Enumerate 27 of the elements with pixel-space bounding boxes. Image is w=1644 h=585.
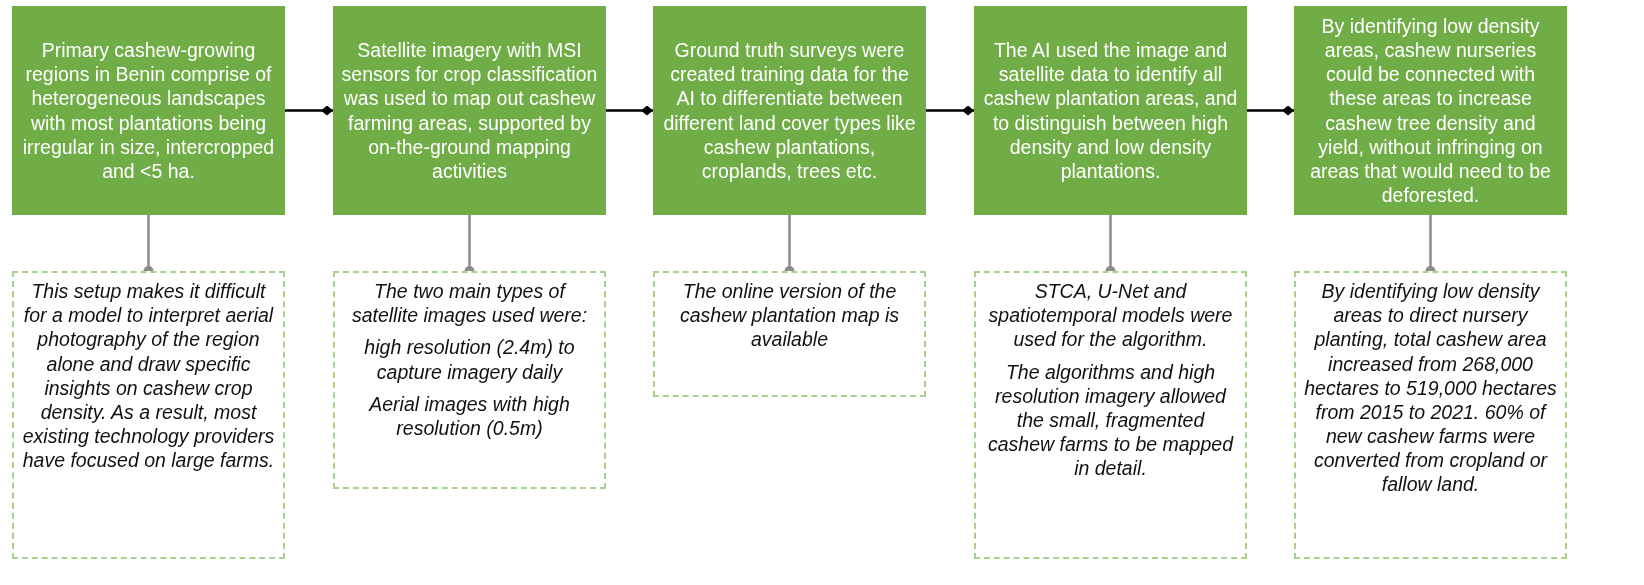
note-box bbox=[653, 271, 926, 397]
note-box bbox=[1294, 271, 1567, 559]
connector bbox=[606, 105, 653, 116]
note-box bbox=[333, 271, 606, 489]
note-text: high resolution (2.4m) to capture imagery daily bbox=[363, 335, 576, 384]
note-box bbox=[12, 271, 285, 559]
step-text: Primary cashew-growing regions in Benin comprise of heterogeneous landscapes with most plantations being irregular in size, intercropped and <5 ha. bbox=[21, 38, 276, 183]
step-text: Satellite imagery with MSI sensors for crop classification was used to map out cashew farming areas, supported by on-the-ground mapping activities bbox=[340, 38, 599, 183]
note-text: Aerial images with high resolution (0.5m) bbox=[367, 391, 571, 441]
note-text: The online version of the cashew plantation map is available bbox=[679, 279, 900, 352]
process-box bbox=[333, 6, 606, 215]
process-box bbox=[653, 6, 926, 215]
process-box bbox=[1294, 6, 1567, 215]
connector bbox=[926, 105, 974, 116]
note-text: This setup makes it difficult for a model to interpret aerial photography of the region alone and draw specific insights on cashew crop density. As a result, most existing technology providers have focused on large farms. bbox=[21, 279, 276, 473]
note-text: By identifying low density areas to direct nursery planting, total cashew area increased from 268,000 hectares to 519,000 hectares from 2015 to 2021. 60% of new cashew farms were converted from cropland or fallow land. bbox=[1303, 279, 1558, 497]
step-text: By identifying low density areas, cashew nurseries could be connected with these areas to increase cashew tree density and yield, without infringing on areas that would need to be deforested. bbox=[1309, 13, 1552, 208]
process-box bbox=[12, 6, 285, 215]
note-text: STCA, U-Net and spatiotemporal models were used for the algorithm. bbox=[987, 279, 1234, 352]
connector bbox=[285, 105, 333, 116]
connector bbox=[1247, 105, 1294, 116]
note-text: The two main types of satellite images used were: bbox=[350, 279, 589, 328]
step-text: The AI used the image and satellite data to identify all cashew plantation areas, and to distinguish between high density and low density plantations. bbox=[982, 38, 1239, 183]
step-text: Ground truth surveys were created training data for the AI to differentiate between different land cover types like cashew plantations, croplands, trees etc. bbox=[662, 38, 917, 183]
note-box bbox=[974, 271, 1247, 559]
note-text: The algorithms and high resolution imagery allowed the small, fragmented cashew farms to be mapped in detail. bbox=[987, 359, 1235, 481]
process-box bbox=[974, 6, 1247, 215]
